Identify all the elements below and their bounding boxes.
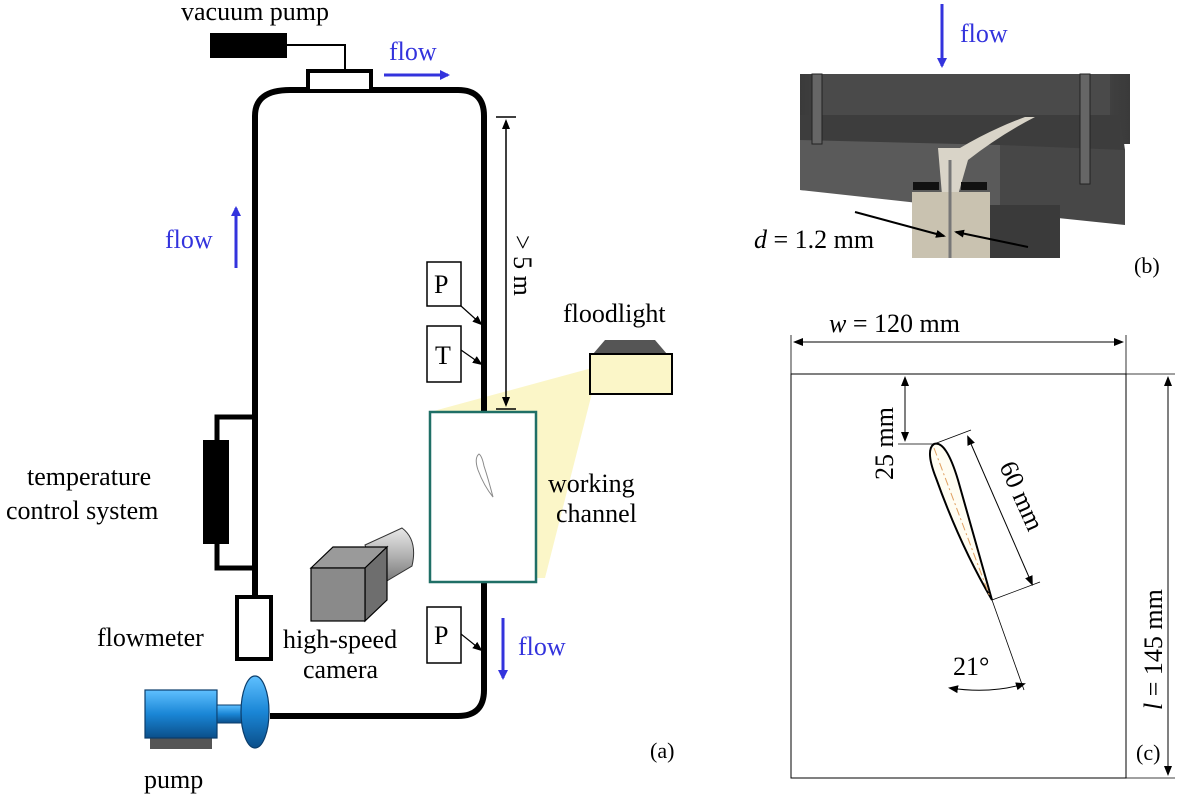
- temperature-control-unit: [203, 440, 229, 544]
- distance-label: > 5 m: [508, 235, 537, 296]
- nozzle-clamp-left: [913, 182, 939, 190]
- floodlight-housing: [593, 340, 667, 354]
- d-leader-right: [954, 229, 1029, 248]
- working-channel-hydrofoil: [475, 453, 494, 498]
- temperature-sensor-lead: [460, 349, 483, 366]
- loop-top-connector: [306, 69, 373, 93]
- pump-motor: [144, 689, 218, 739]
- pressure-sensor-lower-label: P: [434, 621, 448, 650]
- camera-body-front: [310, 567, 366, 622]
- d-leader-left: [854, 211, 946, 238]
- pressure-sensor-upper: [426, 261, 462, 307]
- flow-label-top: flow: [389, 37, 437, 66]
- temperature-sensor: [426, 325, 462, 383]
- flow-label-right: flow: [518, 632, 566, 661]
- flowmeter: [235, 595, 273, 661]
- vacuum-hose: [287, 44, 346, 72]
- vacuum-pump-label: vacuum pump: [181, 0, 329, 26]
- nozzle-clamp-right: [961, 182, 987, 190]
- floodlight-label: floodlight: [563, 299, 666, 328]
- offset-label: 25 mm: [870, 407, 899, 480]
- panel-c-tag: (c): [1136, 740, 1160, 765]
- nozzle-outlet-shadow: [990, 205, 1060, 258]
- working-channel: [428, 410, 538, 584]
- panel-a-tag: (a): [650, 738, 674, 763]
- panel-c: w = 120 mm l = 145 mm 25 mm 60 mm 21° (c…: [790, 309, 1175, 779]
- angle-reference-line: [991, 599, 1025, 691]
- panel-b: flow d = 1.2 mm (b): [754, 4, 1160, 278]
- temperature-control-label-1: temperature: [27, 462, 151, 491]
- w-label: w = 120 mm: [829, 309, 960, 338]
- nozzle-post-left: [811, 73, 823, 145]
- pressure-sensor-upper-label: P: [434, 270, 448, 299]
- nozzle-post-right: [1079, 73, 1091, 185]
- panel-b-tag: (b): [1134, 253, 1160, 278]
- pressure-sensor-lower: [426, 606, 462, 664]
- l-label: l = 145 mm: [1139, 589, 1168, 710]
- chord-dimension-line: [967, 435, 1033, 586]
- test-section-outline: [790, 373, 1127, 779]
- pressure-sensor-lower-lead: [460, 633, 483, 652]
- temperature-control-label-2: control system: [6, 496, 158, 525]
- floodlight-body: [589, 353, 673, 395]
- camera-label-1: high-speed: [283, 625, 397, 654]
- working-channel-label-1: working: [548, 469, 635, 498]
- angle-label: 21°: [953, 652, 989, 681]
- nozzle-slot-groove: [938, 117, 1035, 195]
- pressure-sensor-upper-lead: [460, 305, 483, 326]
- pump-impeller-housing: [240, 675, 270, 749]
- pump-shaft: [216, 704, 244, 724]
- d-label: d = 1.2 mm: [754, 225, 874, 254]
- chord-extension-top: [933, 429, 972, 445]
- panel-a: vacuum pump flow flow flow > 5 m P T P w…: [6, 0, 674, 794]
- vacuum-pump-body: [210, 33, 287, 58]
- angle-arc: [948, 682, 1026, 694]
- temperature-sensor-label: T: [435, 341, 451, 370]
- working-channel-label-2: channel: [556, 499, 637, 528]
- pump-label: pump: [144, 765, 203, 794]
- flow-label-left: flow: [165, 225, 213, 254]
- flowmeter-label: flowmeter: [97, 623, 204, 652]
- camera-label-2: camera: [303, 655, 379, 684]
- flow-label-b: flow: [960, 19, 1008, 48]
